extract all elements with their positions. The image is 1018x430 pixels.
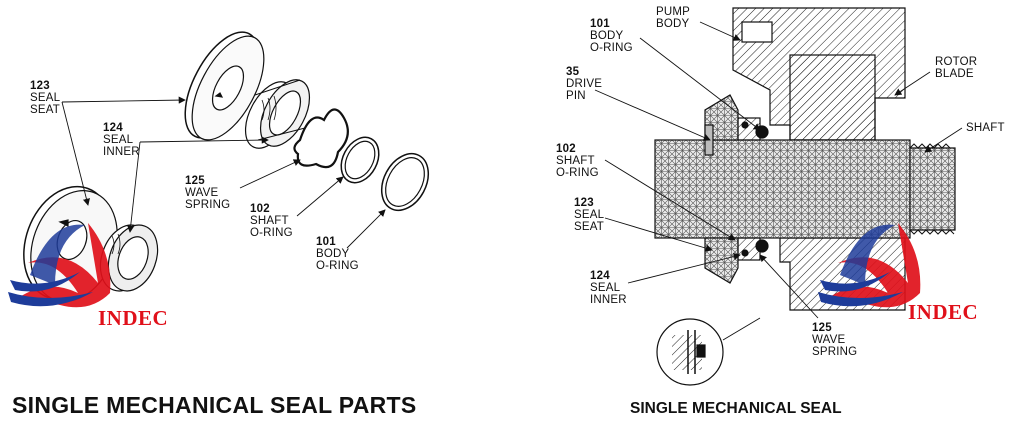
seal-inner-part [244, 79, 311, 149]
label-number: 125 [812, 322, 832, 334]
exploded-label-shaft-oring: 102 SHAFT O-RING [250, 203, 293, 239]
section-label-seal-seat: 123 SEAL SEAT [574, 197, 604, 233]
section-view-caption: SINGLE MECHANICAL SEAL [630, 400, 842, 417]
label-number: 124 [590, 270, 610, 282]
exploded-label-body-oring: 101 BODY O-RING [316, 236, 359, 272]
exploded-label-seal-seat: 123 SEAL SEAT [30, 80, 60, 116]
label-text: PUMP BODY [656, 6, 691, 30]
label-text: WAVE SPRING [812, 334, 858, 358]
shaft-part [654, 139, 911, 239]
exploded-label-wave-spring: 125 WAVE SPRING [185, 175, 230, 211]
label-text: ROTOR BLADE [935, 56, 978, 80]
label-text: SHAFT O-RING [556, 155, 599, 179]
label-text: BODY O-RING [316, 248, 359, 272]
wave-spring-part [293, 108, 349, 169]
label-number: 102 [556, 143, 576, 155]
section-label-shaft-oring: 102 SHAFT O-RING [556, 143, 599, 179]
shaft-oring-part [340, 136, 380, 184]
section-label-drive-pin: 35 DRIVE PIN [566, 66, 602, 102]
label-text: SHAFT O-RING [250, 215, 293, 239]
section-label-rotor-blade: ROTOR BLADE [935, 56, 977, 80]
label-text: SEAL INNER [590, 282, 627, 306]
label-number: 124 [103, 122, 123, 134]
label-text: SEAL SEAT [30, 92, 61, 116]
label-text: DRIVE PIN [566, 78, 603, 102]
label-number: 101 [590, 18, 610, 30]
label-number: 125 [185, 175, 205, 187]
body-oring-part [380, 152, 430, 212]
brand-name-right: INDEC [908, 300, 979, 324]
section-label-body-oring: 101 BODY O-RING [590, 18, 633, 54]
section-label-pump-body: PUMP BODY [656, 6, 690, 30]
seal-seat-section-lower [704, 237, 739, 284]
seal-seat-part [184, 31, 265, 141]
section-label-wave-spring: 125 WAVE SPRING [812, 322, 857, 358]
section-label-seal-inner: 124 SEAL INNER [590, 270, 627, 306]
label-number: 101 [316, 236, 336, 248]
rotor-blade-part [789, 54, 876, 141]
label-number: 35 [566, 66, 580, 78]
label-number: 102 [250, 203, 270, 215]
label-text: BODY O-RING [590, 30, 633, 54]
section-view [654, 7, 956, 386]
brand-logo-left [8, 223, 111, 308]
label-number: 123 [574, 197, 594, 209]
label-text: SEAL SEAT [574, 209, 605, 233]
label-text: WAVE SPRING [185, 187, 231, 211]
exploded-view [23, 31, 430, 302]
label-text: SEAL INNER [103, 134, 140, 158]
seal-inner-lower-part [99, 224, 159, 292]
exploded-view-caption: SINGLE MECHANICAL SEAL PARTS [12, 392, 417, 418]
section-label-shaft: SHAFT [966, 122, 1005, 134]
brand-logo-right [818, 223, 921, 308]
exploded-leaders [61, 96, 386, 249]
exploded-label-seal-inner: 124 SEAL INNER [103, 122, 140, 158]
label-text: SHAFT [966, 122, 1005, 134]
brand-name-left: INDEC [98, 306, 169, 330]
label-number: 123 [30, 80, 50, 92]
section-leaders [594, 21, 963, 319]
